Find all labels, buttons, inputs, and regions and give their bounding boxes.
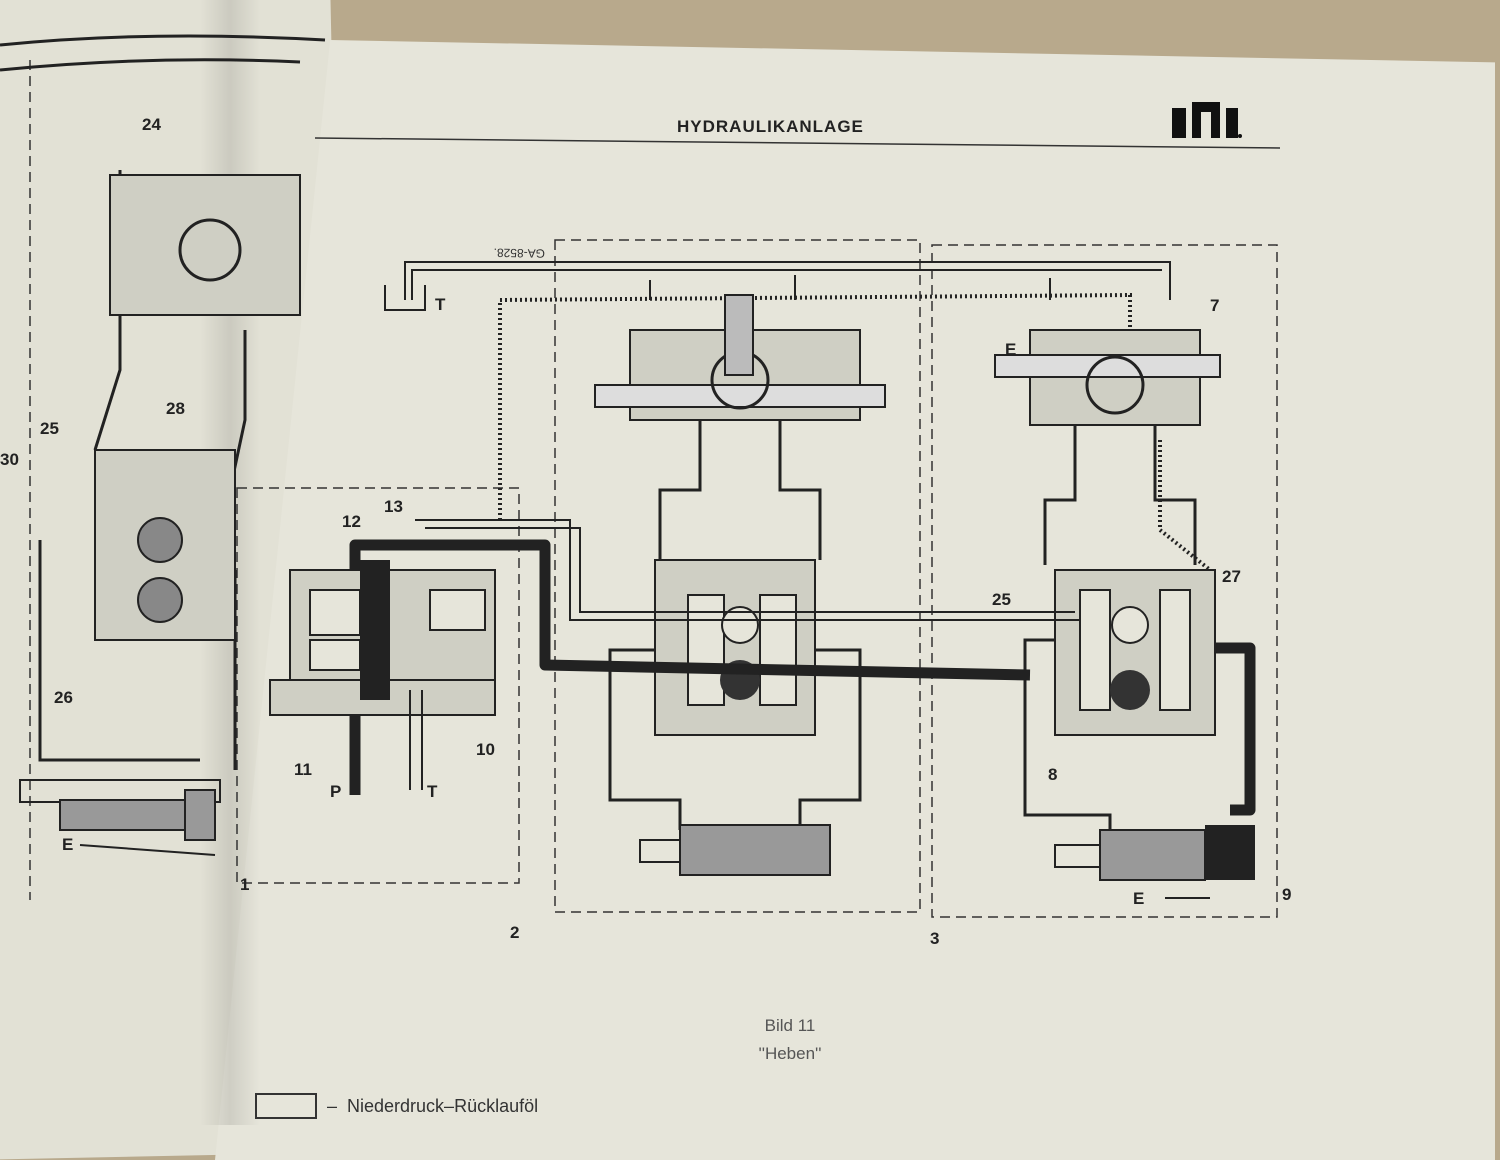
legend-label: Niederdruck–Rücklauföl [347,1095,539,1116]
page-title: HYDRAULIKANLAGE [677,117,864,136]
boundary-3 [931,244,1278,918]
port-label-e-left: E [62,835,73,854]
valve-2-cylinder-lines [608,648,862,830]
label-30: 30 [0,450,19,469]
label-12: 12 [342,512,361,531]
label-25-right: 25 [992,590,1011,609]
valve-2-cylinder [639,824,831,876]
valve-2-top [594,294,886,421]
legend-swatch [255,1093,317,1119]
port-label-p: P [330,782,341,801]
hydraulic-schematic: T GA-8528. P T E E E 1 2 3 7 8 9 10 11 1… [0,34,1291,948]
boundary-2 [554,239,921,913]
boundary-1 [236,487,520,884]
valve-3-cylinder-lines [1023,638,1112,830]
pilot-lines [498,292,1212,572]
figure-number: Bild 11 [764,1016,816,1035]
port-label-e-right: E [1133,889,1144,908]
valve-2-lines [658,420,822,560]
valve-2-main [654,559,816,736]
label-11: 11 [294,760,312,779]
label-13: 13 [384,497,403,516]
left-valve-24 [109,174,301,316]
valve-3-cylinder [1054,825,1255,899]
label-28: 28 [166,399,185,418]
valve-3-main [1054,569,1216,736]
legend-dash: – [327,1095,338,1116]
cylinder-9-fill [1205,825,1255,880]
section-boundaries [29,60,1278,918]
label-3: 3 [930,929,939,948]
label-27: 27 [1222,567,1241,586]
valve-3-top [994,329,1221,426]
port-label-tank: T [435,295,446,314]
return-lines [384,261,1171,311]
label-1: 1 [240,875,249,894]
valve-1 [269,560,496,716]
tank-symbol [384,285,426,311]
label-9: 9 [1282,885,1291,904]
label-2: 2 [510,923,519,942]
port-label-t: T [427,782,438,801]
labels: T GA-8528. P T E E E 1 2 3 7 8 9 10 11 1… [0,115,1291,948]
left-cylinder [19,779,221,856]
left-valve-28 [94,449,236,641]
left-page-lines [0,34,326,770]
tank-return-line-1 [409,690,423,790]
figure-mode: ''Heben'' [758,1044,822,1063]
label-26: 26 [54,688,73,707]
port-label-e-mid: E [1005,340,1016,359]
valve-3-lines [1043,425,1197,565]
return-crossing [415,519,1080,621]
ih-logo-icon [1172,102,1242,138]
label-10: 10 [476,740,495,759]
legend: – Niederdruck–Rücklauföl [255,1093,538,1119]
label-24: 24 [142,115,161,134]
label-8: 8 [1048,765,1057,784]
label-25-left: 25 [40,419,59,438]
label-7: 7 [1210,296,1219,315]
header-rule [314,137,1281,149]
stamp-text: GA-8528. [493,246,545,261]
